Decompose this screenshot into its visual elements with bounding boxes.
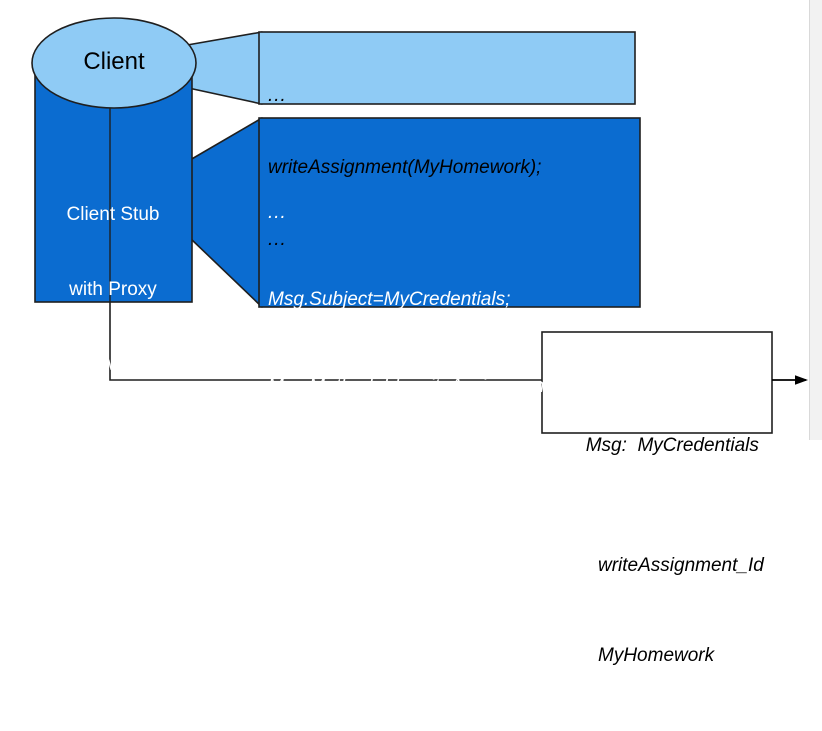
callout-stub-code-line-3: Msg.Method_Id=writeAssignment_Id; [268, 376, 582, 397]
message-box-field-1: MyCredentials [637, 435, 759, 456]
diagram-canvas: Client Client Stub with Proxy (here with… [31, 0, 822, 666]
callout-stub-code-line-6: ... [268, 637, 287, 658]
client-node[interactable] [31, 17, 197, 109]
message-box-label: Msg: [585, 435, 627, 456]
callout-app-code-line-2: writeAssignment(MyHomework); [268, 157, 542, 178]
client-node-label: Client [83, 48, 145, 75]
callout-stub-code-line-1: ... [268, 202, 287, 223]
callout-stub-code-line-4: Msg.Params= MyHomework; [268, 463, 513, 484]
callout-app-code-box[interactable] [258, 31, 636, 105]
page-edge-strip [809, 0, 822, 440]
callout-app-code-line-3: ... [268, 229, 287, 250]
client-stub-label-line-3: (here without [58, 354, 168, 375]
client-stub-label-line-2: with Proxy [69, 279, 157, 300]
diagram-vector-layer [31, 17, 808, 434]
client-stub-label-line-1: Client Stub [66, 204, 160, 225]
message-box[interactable] [541, 331, 773, 434]
callout-stub-code-line-5: send(Server, Msg); [268, 550, 429, 571]
callout-stub-code-box[interactable] [258, 117, 641, 308]
message-to-server-arrow [772, 375, 808, 385]
client-stub-label: Client Stub with Proxy (here without PEP… [30, 152, 196, 502]
message-box-text: Msg: MyCredentials writeAssignment_Id My… [554, 341, 764, 731]
callout-app-code-line-1: ... [268, 85, 287, 106]
callout-stub-code-tail [189, 117, 263, 308]
client-stub-box[interactable] [34, 62, 193, 303]
callout-app-code-text: ... writeAssignment(MyHomework); ... [268, 36, 541, 300]
callout-stub-code-line-2: Msg.Subject=MyCredentials; [268, 289, 511, 310]
message-box-field-3: MyHomework [598, 645, 715, 666]
message-box-field-2: writeAssignment_Id [598, 555, 764, 576]
callout-stub-code-text: ... Msg.Subject=MyCredentials; Msg.Metho… [268, 140, 581, 720]
